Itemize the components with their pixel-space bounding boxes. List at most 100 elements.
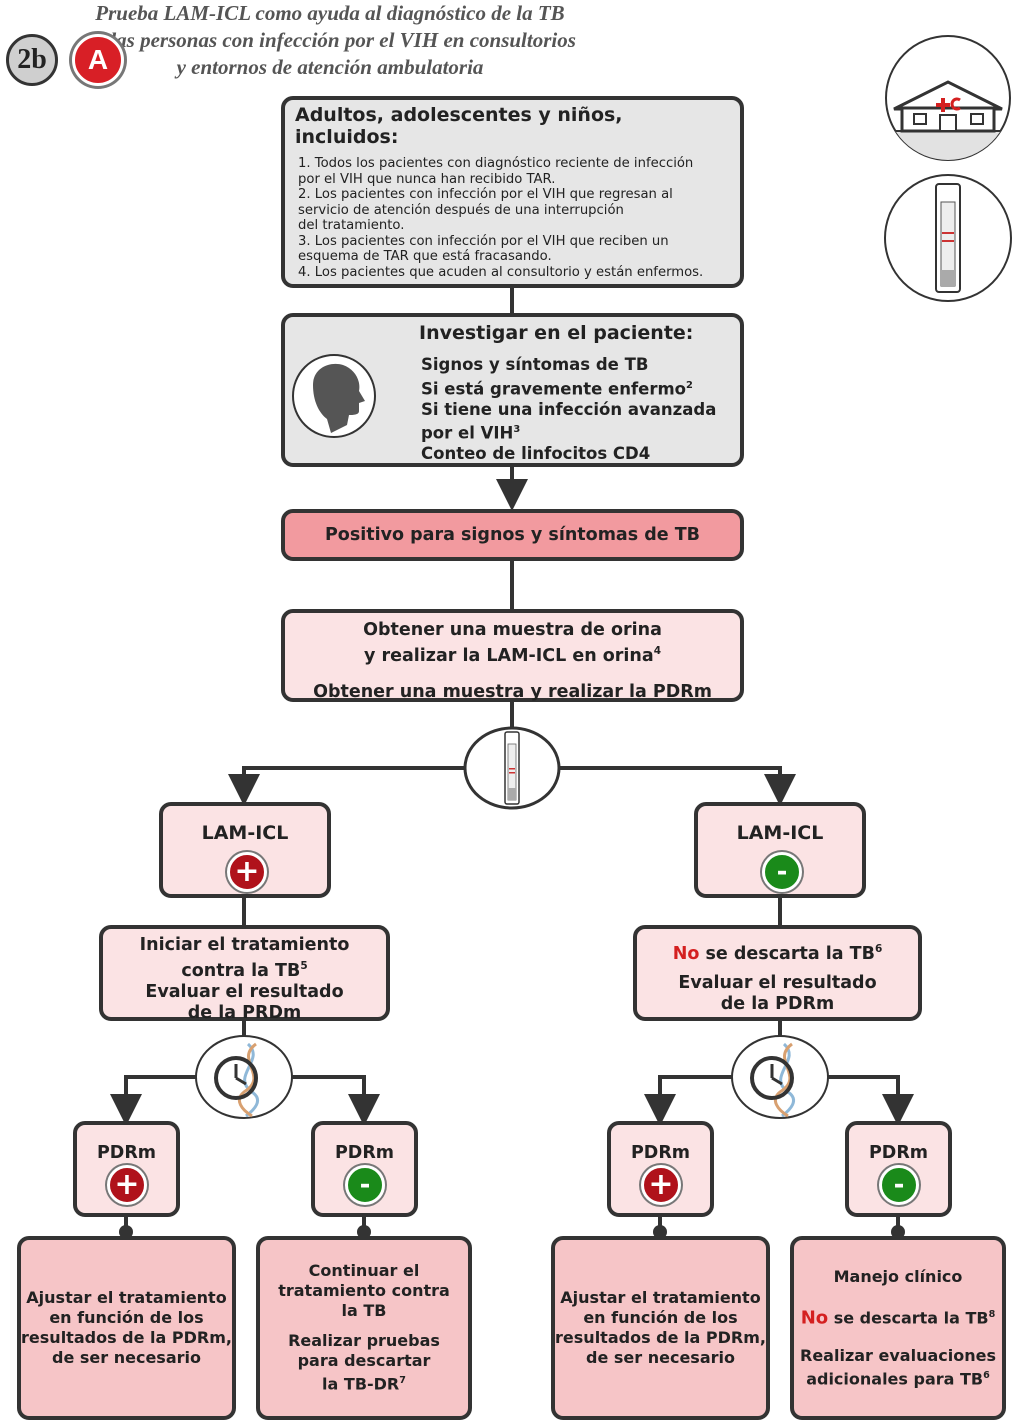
pdrm-positive-box-right: PDRm +	[607, 1121, 714, 1217]
step-badge: 2b	[6, 34, 58, 86]
negative-sign-icon: -	[879, 1165, 919, 1205]
outcome-line: No se descarta la TB8	[801, 1305, 996, 1328]
tb-not-ruled-out-line: No se descarta la TB6	[637, 939, 918, 965]
footnote-7: 7	[399, 1375, 406, 1387]
footnote-3: 3	[513, 424, 521, 435]
outcome-line: de ser necesario	[586, 1348, 735, 1367]
clinic-icon	[885, 35, 1011, 161]
outcome-line: Ajustar el tratamiento	[26, 1288, 227, 1307]
dna-clock-icon-right	[731, 1035, 829, 1119]
test-strip-icon	[884, 174, 1012, 302]
negative-sign-text: -	[359, 1170, 371, 1200]
positive-sign-icon: +	[107, 1165, 147, 1205]
footnote-6: 6	[874, 943, 883, 955]
start-treatment-line-4: de la PRDm	[187, 1002, 302, 1023]
lam-negative-box: LAM-ICL -	[694, 802, 866, 898]
outcome-line: Continuar el	[308, 1261, 420, 1281]
investigate-item-severe: Si está gravemente enfermo2	[421, 376, 716, 400]
footnote-5: 5	[300, 960, 308, 972]
no-emphasis: No	[672, 943, 700, 964]
outcome-line: resultados de la PDRm,	[21, 1328, 232, 1347]
lam-positive-box: LAM-ICL +	[159, 802, 331, 898]
sample-line-1: Obtener una muestra de orina	[363, 620, 662, 640]
investigate-heading: Investigar en el paciente:	[419, 322, 694, 344]
outcome-line: Realizar pruebas	[288, 1331, 440, 1351]
lam-positive-label: LAM-ICL	[201, 822, 289, 844]
positive-sign-icon: +	[641, 1165, 681, 1205]
pdrm-label: PDRm	[96, 1143, 157, 1163]
no-emphasis: No	[800, 1307, 829, 1328]
investigate-item-symptoms: Signos y síntomas de TB	[421, 355, 649, 374]
patient-head-icon	[292, 354, 376, 438]
positive-sign-text: +	[114, 1167, 140, 1202]
outcome-line: para descartar	[297, 1351, 431, 1371]
pdrm-negative-box-right: PDRm -	[845, 1121, 952, 1217]
outcome-line: en función de los	[583, 1308, 738, 1327]
footnote-4: 4	[653, 645, 662, 657]
outcome-line: Manejo clínico	[833, 1266, 963, 1286]
footnote-8: 8	[988, 1308, 996, 1320]
pdrm-label: PDRm	[630, 1143, 691, 1163]
pdrm-label: PDRm	[334, 1143, 395, 1163]
outcome-line: de ser necesario	[52, 1348, 201, 1367]
outcome-line: la TB	[341, 1301, 387, 1321]
outcome-line-text: adicionales para TB	[806, 1369, 984, 1389]
eligibility-heading: Adultos, adolescentes y niños, incluidos…	[295, 104, 623, 148]
negative-sign-text: -	[776, 857, 788, 887]
tb-not-ruled-out-box: No se descarta la TB6 Evaluar el resulta…	[633, 925, 922, 1021]
footnote-2: 2	[686, 379, 693, 391]
sample-box: Obtener una muestra de orina y realizar …	[281, 609, 744, 702]
outcome-clinical-management: Manejo clínico No se descarta la TB8 Rea…	[790, 1236, 1006, 1420]
negative-sign-icon: -	[762, 852, 802, 892]
outcome-line-text: la TB-DR	[322, 1374, 400, 1394]
pdrm-label: PDRm	[868, 1143, 929, 1163]
negative-sign-icon: -	[345, 1165, 385, 1205]
start-treatment-box: Iniciar el tratamiento contra la TB5 Eva…	[99, 925, 390, 1023]
evaluate-result-line-1: Evaluar el resultado	[678, 972, 877, 993]
tb-not-ruled-out-text: se descarta la TB	[699, 943, 875, 964]
sample-line-3: Obtener una muestra y realizar la PDRm	[313, 681, 712, 702]
outcome-adjust-treatment-right: Ajustar el tratamiento en función de los…	[551, 1236, 770, 1420]
title-line-3: y entornos de atención ambulatoria	[176, 55, 484, 79]
outcome-line-text: se descarta la TB	[828, 1308, 989, 1327]
sample-line-2-text: y realizar la LAM-ICL en orina	[363, 645, 654, 666]
lam-negative-label: LAM-ICL	[736, 822, 824, 844]
investigate-item-severe-text: Si está gravemente enfermo	[421, 379, 687, 398]
outcome-line: la TB-DR7	[322, 1371, 406, 1394]
outcome-line: en función de los	[49, 1308, 204, 1327]
investigate-item-advanced-cont: por el VIH3	[421, 420, 716, 444]
start-treatment-line-3: Evaluar el resultado	[145, 981, 344, 1002]
evaluate-result-line-2: de la PDRm	[720, 993, 835, 1014]
footnote-6: 6	[983, 1370, 990, 1381]
outcome-adjust-treatment-left: Ajustar el tratamiento en función de los…	[17, 1236, 236, 1420]
negative-sign-text: -	[893, 1170, 905, 1200]
investigate-item-advanced-text: por el VIH	[421, 423, 514, 443]
positive-sign-text: +	[234, 854, 260, 889]
title-line-2: en las personas con infección por el VIH…	[84, 28, 576, 52]
outcome-line: Ajustar el tratamiento	[560, 1288, 761, 1307]
start-treatment-line-2-text: contra la TB	[181, 960, 301, 981]
investigate-item-advanced: Si tiene una infección avanzada	[421, 399, 717, 419]
lam-test-strip-icon	[463, 726, 561, 810]
dna-clock-icon-left	[195, 1035, 293, 1119]
eligibility-box: Adultos, adolescentes y niños, incluidos…	[281, 96, 744, 288]
positive-sign-icon: +	[227, 852, 267, 892]
sample-line-2: y realizar la LAM-ICL en orina4	[285, 641, 740, 667]
investigate-list: Signos y síntomas de TB Si está gravemen…	[421, 355, 716, 465]
page-title: Prueba LAM-ICL como ayuda al diagnóstico…	[0, 0, 660, 81]
outcome-line: tratamiento contra	[278, 1281, 450, 1301]
algorithm-badge: A	[72, 34, 124, 86]
title-line-1: Prueba LAM-ICL como ayuda al diagnóstico…	[95, 1, 565, 25]
positive-sign-text: +	[648, 1167, 674, 1202]
pdrm-negative-box-left: PDRm -	[311, 1121, 418, 1217]
investigate-item-cd4: Conteo de linfocitos CD4	[421, 444, 651, 463]
outcome-line: adicionales para TB6	[806, 1366, 990, 1389]
outcome-continue-treatment: Continuar el tratamiento contra la TB Re…	[256, 1236, 472, 1420]
outcome-line: Realizar evaluaciones	[800, 1346, 996, 1365]
investigate-box: Investigar en el paciente: Signos y sínt…	[281, 313, 744, 467]
positive-symptoms-banner: Positivo para signos y síntomas de TB	[281, 509, 744, 561]
start-treatment-line-1: Iniciar el tratamiento	[139, 935, 350, 955]
eligibility-criteria: 1. Todos los pacientes con diagnóstico r…	[298, 156, 704, 280]
outcome-line: resultados de la PDRm,	[555, 1328, 766, 1347]
